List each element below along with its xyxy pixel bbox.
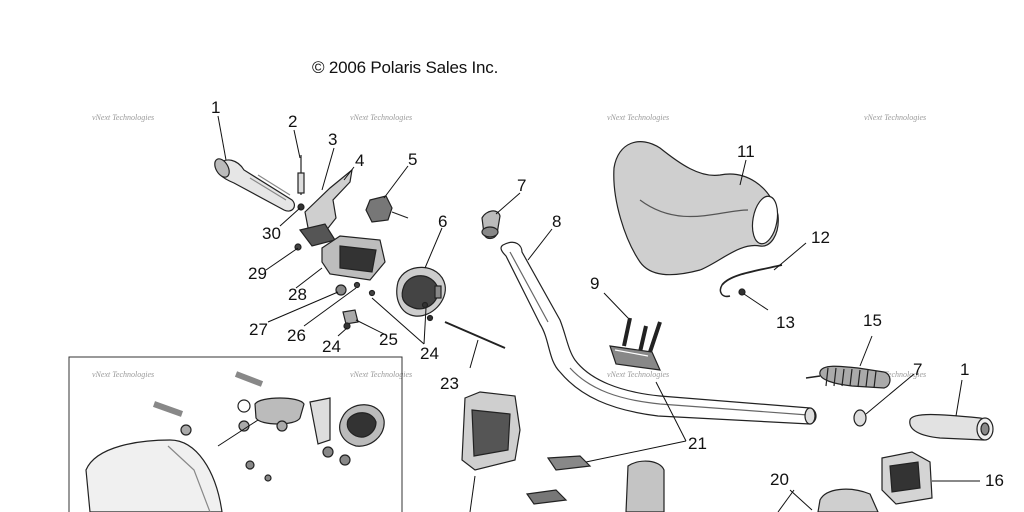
callout-label: 24 (322, 337, 341, 356)
leader-lines (217, 115, 980, 512)
callout-label: 20 (770, 470, 789, 489)
callout-label: 26 (287, 326, 306, 345)
callout-label: 13 (776, 313, 795, 332)
callout-label: 24 (420, 344, 439, 363)
callout-label: 21 (688, 434, 707, 453)
callout-label: 23 (440, 374, 459, 393)
callout-label: 2 (288, 112, 298, 131)
handlebar-pad-drawing (613, 141, 779, 276)
throttle-lever-drawing (298, 168, 353, 247)
callout-label: 8 (552, 212, 562, 231)
watermark: vNext Technologies (92, 370, 155, 379)
callout-label: 11 (737, 142, 755, 161)
callout-label: 25 (379, 330, 398, 349)
callout-label: 29 (248, 264, 267, 283)
callout-label: 1 (960, 360, 970, 379)
callout-label: 16 (985, 471, 1004, 490)
watermark: vNext Technologies (607, 113, 670, 122)
callout-label: 7 (517, 176, 527, 195)
grip-left-drawing (214, 158, 296, 212)
callout-label: 3 (328, 130, 338, 149)
watermark: vNext Technologies (607, 370, 670, 379)
switch-drawing (365, 195, 409, 223)
callout-label: 4 (355, 151, 365, 170)
heated-grip-drawing (805, 365, 891, 389)
callout-label: 7 (913, 360, 923, 379)
end-plug-drawing (481, 210, 501, 240)
watermark: vNext Technologies (864, 370, 927, 379)
handlebar-drawing (500, 241, 817, 425)
callout-label: 30 (262, 224, 281, 243)
callout-label: 1 (211, 98, 221, 117)
grip-right-drawing (909, 413, 994, 441)
callout-label: 15 (863, 311, 882, 330)
control-housing-drawing (396, 266, 446, 317)
bolts-drawing (622, 317, 662, 353)
lower-parts-drawing (461, 391, 665, 512)
watermark: vNext Technologies (350, 113, 413, 122)
callout-label: 27 (249, 320, 268, 339)
callout-label: 5 (408, 150, 418, 169)
switch-housing-drawing (321, 235, 386, 281)
watermark: vNext Technologies (864, 113, 927, 122)
inset-parts-drawing (85, 371, 385, 512)
watermark: vNext Technologies (350, 370, 413, 379)
watermark: vNext Technologies (92, 113, 155, 122)
callout-label: 6 (438, 212, 448, 231)
copyright-notice: © 2006 Polaris Sales Inc. (312, 58, 499, 77)
callout-label: 28 (288, 285, 307, 304)
screw-drawing (297, 155, 305, 195)
callout-label: 12 (811, 228, 830, 247)
clamp-top-drawing (609, 345, 661, 371)
right-control-housing-drawing (881, 451, 933, 505)
callout-label: 9 (590, 274, 600, 293)
inset-frame (68, 356, 403, 512)
